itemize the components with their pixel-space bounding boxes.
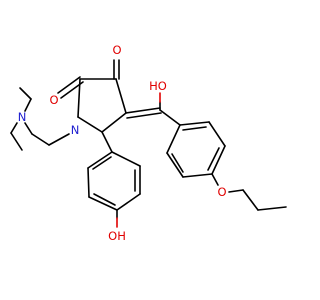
bond-ar1-inner [182,126,207,131]
bond-c2-o-b [60,81,84,99]
propoxyphenyl-ring [159,109,226,178]
bond-hp4-inner [93,193,116,206]
ketone-o-top: O [112,43,121,57]
pyrrolidine-ring [77,78,127,133]
structure-canvas: O O HO O N [10,43,287,243]
bond-hp3 [116,193,141,211]
bond-o-ch2 [228,189,244,193]
molecule-drawing: O O HO O N [10,43,287,243]
bond-hp6-inner [92,156,112,170]
bond-hp4 [88,196,118,211]
bond-ar3-inner [207,147,220,171]
bond-c4-cexo-b [126,112,162,119]
bond-n1-ch2 [48,133,70,146]
bond-ch2-n-amine [24,122,33,135]
bond-ethyl1-ch3 [19,87,32,100]
amine-nitrogen: N [18,110,27,124]
bond-ch2-ch2 [242,189,259,211]
bond-ar5-inner [171,153,184,173]
carbonyl-left: O [49,76,84,107]
bond-cexo-aryl [159,109,181,126]
bond-c5-n1 [77,116,103,133]
bond-ar1 [179,121,210,126]
bond-hp1 [111,151,141,167]
bond-n-ethyl2-ch2 [10,122,18,134]
bond-c4-c5 [101,112,127,133]
enol-hydroxyl: HO [149,79,167,93]
bond-ar2 [208,121,226,147]
bond-n-ethyl1-ch2 [24,98,32,112]
bond-ar6 [166,124,181,154]
phenol-group: OH [108,209,126,243]
bond-hp6 [87,151,113,169]
bond-ch2-ch3 [257,206,287,211]
phenol-hydroxyl: OH [108,229,126,243]
exocyclic-alkene: HO [125,79,167,119]
ketone-o-left: O [49,93,58,107]
bond-c3-c4 [115,78,127,114]
bond-ar5 [166,152,184,178]
bond-c2-o-a [57,76,81,94]
ring-nitrogen-group: N [24,122,80,146]
bond-ar3 [211,145,226,175]
diethylamino-group: N [10,87,32,151]
bond-ch2-ch2-linker [31,133,50,146]
hydroxyphenyl-ring [87,131,141,211]
ether-oxygen: O [217,185,226,199]
bond-ethyl2-ch3 [10,132,23,151]
carbonyl-top: O [112,43,122,80]
bond-c5-aryl [101,131,113,153]
ring-nitrogen: N [71,123,80,137]
bond-hp5 [87,167,90,198]
bond-ar4 [182,173,213,178]
bond-c4-cexo-a [125,107,161,114]
bond-ar-o [211,173,219,186]
propoxy-chain: O [211,173,287,211]
